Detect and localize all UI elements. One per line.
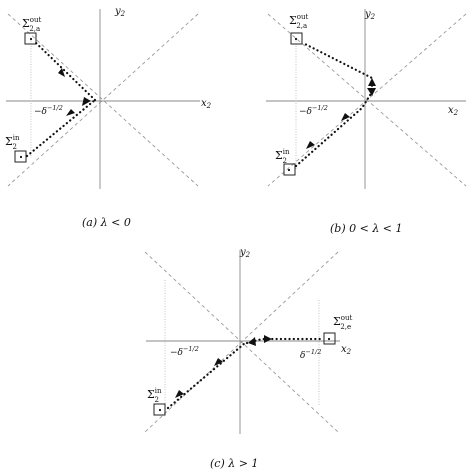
panel-c-sigma-in-point: [158, 408, 162, 412]
panel-c-incoming-trajectory: [166, 341, 247, 410]
panel-a-caption: (a) λ < 0: [82, 216, 131, 229]
panel-c-sigma-out-point: [327, 337, 331, 341]
panel-b-incoming-trajectory: [294, 90, 374, 168]
panel-b-diagonal-unstable: [267, 13, 467, 187]
panel-a-sigma-in-box: [14, 150, 27, 163]
panel-a-sigma-out-box: [24, 32, 37, 45]
panel-a-arrowhead-out: [58, 68, 65, 77]
panel-c-diagonal-unstable: [144, 251, 339, 433]
panel-b-delta-label: −δ−1/2: [299, 104, 328, 117]
panel-b-sigma-in-point: [287, 168, 291, 172]
panel-b-arrowhead-in: [306, 141, 315, 149]
panel-b-outgoing-trajectory: [301, 41, 374, 92]
panel-b-y-axis-label: y2: [364, 9, 376, 21]
panel-a-arrowhead-in: [66, 109, 75, 116]
panel-c-arrowhead-out: [264, 335, 272, 343]
panel-c-x-axis-label: x2: [341, 344, 352, 356]
panel-a-arrowhead-center: [82, 97, 91, 106]
panel-c-caption: (c) λ > 1: [210, 457, 258, 470]
panel-a-sigma-out-point: [29, 37, 33, 41]
panel-c-sigma-out-box: [323, 332, 336, 345]
panel-a-y-axis-label: y2: [114, 6, 126, 18]
panel-c-sigma-in-box: [153, 403, 166, 416]
panel-c-y-axis-label: y2: [239, 247, 251, 259]
panel-b-sigma-in-box: [283, 163, 296, 176]
panel-c-delta-label-right: δ−1/2: [300, 348, 321, 361]
panel-a-x-axis-label: x2: [201, 98, 212, 110]
panel-b-sigma-out-box: [290, 32, 303, 45]
panel-b-caption: (b) 0 < λ < 1: [330, 222, 403, 235]
panel-c-arrowhead-center: [248, 337, 256, 346]
panel-b-arrowhead-up: [367, 88, 376, 96]
panel-b-arrowhead-turn: [368, 78, 376, 86]
panel-a-outgoing-trajectory: [33, 40, 97, 102]
panel-c-delta-label-left: −δ−1/2: [170, 345, 199, 358]
panel-b-arrowhead-mid: [341, 113, 350, 121]
panel-a-sigma-in-point: [19, 155, 23, 159]
panel-a-incoming-trajectory: [25, 98, 97, 158]
panel-a-delta-label: −δ−1/2: [34, 104, 63, 117]
panel-c-arrowhead-mid: [214, 358, 223, 366]
panel-b-sigma-out-point: [294, 37, 298, 41]
panel-c-arrowhead-in: [175, 390, 184, 398]
panel-b-x-axis-label: x2: [448, 105, 459, 117]
